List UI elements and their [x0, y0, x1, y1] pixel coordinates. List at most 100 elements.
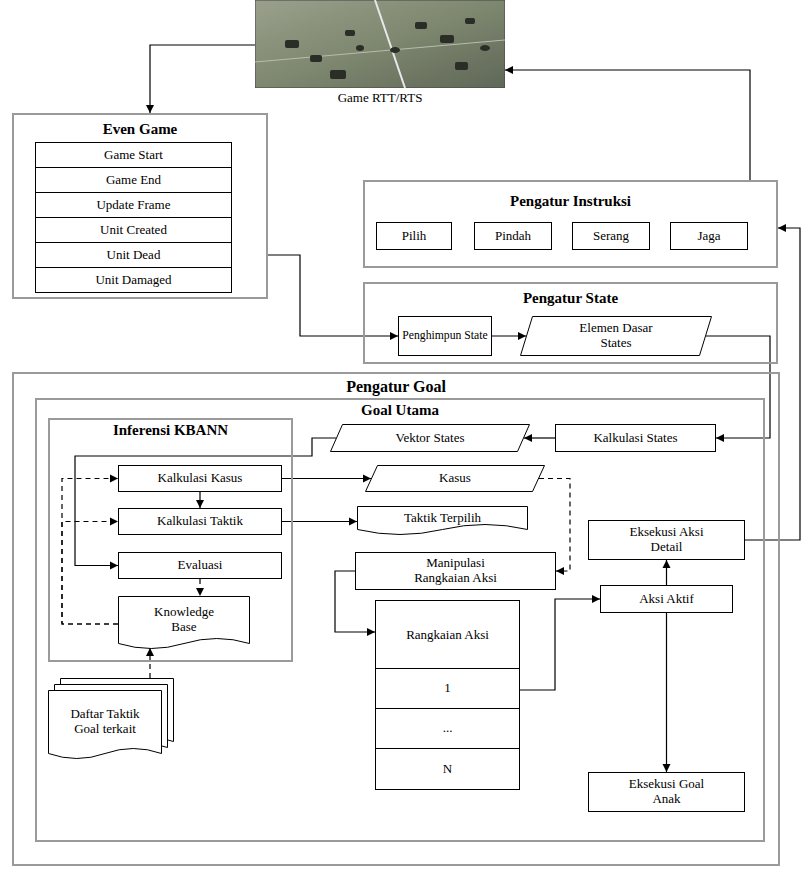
- module-panel: Pengatur InstruksiPilihPindahSerangJaga: [363, 180, 778, 268]
- panel-heading: Pengatur Goal: [14, 374, 778, 400]
- connector-line: [745, 228, 800, 540]
- process-box: Penghimpun State: [398, 316, 492, 356]
- event-row: Unit Dead: [35, 242, 232, 268]
- document-path: [49, 691, 162, 759]
- box-label: Penghimpun State: [402, 329, 487, 342]
- table-row: 1: [375, 668, 520, 709]
- table-row: N: [375, 748, 520, 790]
- arrowhead: [518, 332, 526, 340]
- table-heading: Rangkaian Aksi: [376, 601, 519, 669]
- arrowhead: [505, 66, 513, 74]
- panel-heading: Pengatur Instruksi: [365, 182, 776, 222]
- box-label: Kalkulasi States: [593, 431, 677, 446]
- box-label: Kalkulasi Taktik: [157, 514, 243, 529]
- box-label: Jaga: [697, 229, 720, 244]
- module-panel: Pengatur StatePenghimpun State Elemen Das…: [363, 282, 778, 364]
- document-path: [358, 507, 528, 535]
- game-screenshot: [255, 0, 505, 88]
- process-box: Manipulasi Rangkaian Aksi: [355, 552, 556, 590]
- box-label: ...: [443, 721, 453, 736]
- unit: [415, 22, 427, 29]
- process-box: Evaluasi: [118, 552, 282, 579]
- connector: [524, 434, 555, 442]
- unit: [285, 40, 299, 48]
- box-label: Vektor States: [396, 431, 465, 446]
- parallelogram-path: [521, 317, 712, 356]
- road: [255, 40, 505, 62]
- connector: [282, 518, 357, 526]
- arrowhead: [663, 560, 671, 568]
- module-panel: Goal UtamaInferensi KBANNKalkulasi Kasus…: [35, 398, 765, 842]
- data-parallelogram: Kasus: [365, 465, 545, 492]
- box-label: Eksekusi Aksi Detail: [627, 525, 707, 555]
- data-parallelogram: Elemen Dasar States: [520, 316, 712, 356]
- arrowhead: [196, 588, 204, 596]
- box-label: Kalkulasi Kasus: [158, 471, 243, 486]
- parallelogram-path: [366, 466, 545, 492]
- document-stack: Daftar Taktik Goal terkait: [48, 678, 174, 762]
- connector: [75, 438, 336, 570]
- units: [285, 18, 490, 79]
- instruction-button: Serang: [572, 222, 650, 250]
- connector-line: [282, 521, 357, 522]
- panel-heading: Inferensi KBANN: [50, 420, 291, 442]
- box-label: N: [443, 762, 452, 777]
- arrowhead: [110, 518, 118, 526]
- connector: [492, 332, 526, 340]
- arrowhead: [778, 224, 786, 232]
- caption: Game RTT/RTS: [338, 91, 423, 106]
- module-panel: Even GameGame StartGame EndUpdate FrameU…: [12, 113, 268, 299]
- process-box: Kalkulasi States: [555, 424, 716, 452]
- connector: [282, 475, 371, 483]
- event-row: Game End: [35, 167, 232, 193]
- connector: [62, 518, 118, 625]
- box-label: Daftar Taktik Goal terkait: [60, 707, 150, 737]
- arrowhead: [196, 500, 204, 508]
- module-panel: Inferensi KBANN Kalkulasi KasusKalkulasi …: [48, 418, 293, 662]
- box-label: Game End: [106, 173, 161, 188]
- process-box: Kalkulasi Kasus: [118, 465, 282, 492]
- unit: [455, 62, 468, 70]
- box-label: Pindah: [495, 229, 531, 244]
- arrowhead: [367, 628, 375, 636]
- panel-heading: Pengatur State: [365, 284, 776, 314]
- box-label: Kasus: [439, 471, 471, 486]
- event-row: Game Start: [35, 142, 232, 168]
- arrowhead: [146, 105, 154, 113]
- event-row: Unit Created: [35, 217, 232, 243]
- data-parallelogram: Vektor States: [330, 424, 530, 452]
- event-row: Unit Damaged: [35, 267, 232, 293]
- connector: [520, 595, 600, 690]
- unit: [440, 35, 454, 43]
- arrowhead: [146, 648, 154, 656]
- table-row: ...: [375, 708, 520, 749]
- connector: [663, 613, 671, 772]
- box-label: Update Frame: [96, 198, 170, 213]
- connector-line: [62, 479, 118, 625]
- document-path: [119, 597, 250, 649]
- connector: [62, 475, 118, 625]
- connector: [505, 66, 750, 180]
- connector-line: [666, 613, 667, 772]
- box-label: Serang: [593, 229, 629, 244]
- process-box: Aksi Aktif: [600, 585, 733, 613]
- box-label: Unit Damaged: [95, 273, 171, 288]
- event-row: Update Frame: [35, 192, 232, 218]
- unit: [465, 18, 475, 24]
- arrowhead: [592, 595, 600, 603]
- connector-line: [520, 599, 600, 690]
- terrain: [255, 0, 505, 88]
- instruction-button: Jaga: [670, 222, 748, 250]
- connector: [745, 224, 800, 540]
- arrowhead: [663, 764, 671, 772]
- action-table: Rangkaian Aksi1... N: [375, 600, 520, 790]
- connector: [663, 560, 671, 585]
- box-label: Elemen Dasar States: [571, 321, 661, 351]
- connector-line: [282, 478, 371, 479]
- connector-line: [75, 438, 336, 566]
- document-shape: Knowledge Base: [118, 596, 250, 652]
- document-shape: Taktik Terpilih: [357, 506, 528, 538]
- arrowhead: [716, 434, 724, 442]
- game-panel: Game RTT/RTS: [255, 0, 505, 108]
- panel-heading: Even Game: [14, 115, 266, 144]
